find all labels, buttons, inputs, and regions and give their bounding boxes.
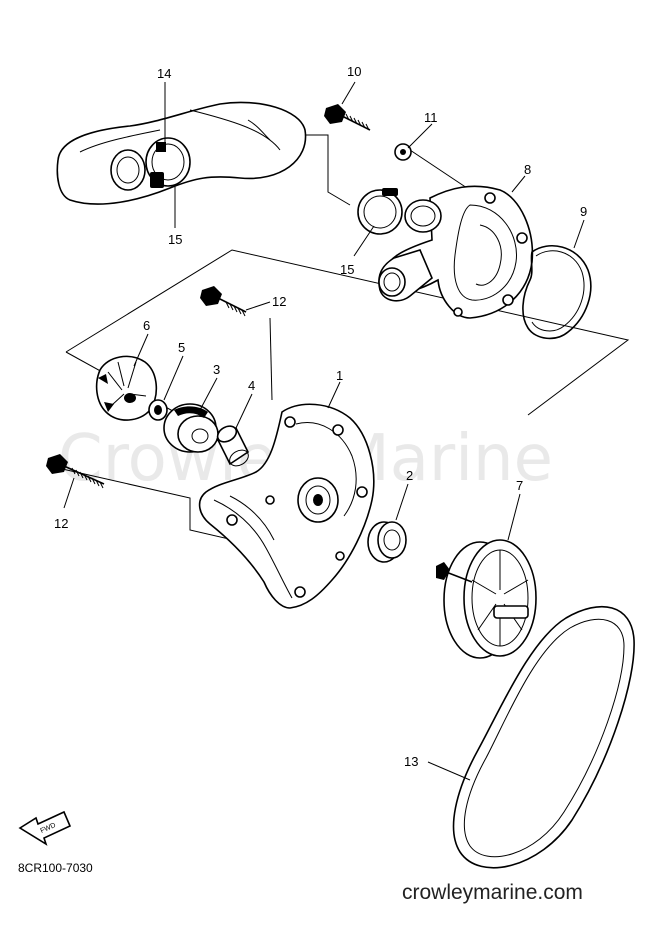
washer-part-11: [394, 143, 412, 161]
part-code: 8CR100-7030: [18, 861, 93, 875]
forward-arrow-icon: FWD: [18, 810, 72, 846]
callout-12-bottom: 12: [54, 516, 68, 531]
bolt-part-12-bottom: [46, 454, 105, 489]
mechanical-seal-part-3: [163, 403, 219, 453]
callout-8: 8: [524, 162, 531, 177]
callout-3: 3: [213, 362, 220, 377]
callout-12-top: 12: [272, 294, 286, 309]
hose-clamp-part-15-top: [145, 137, 191, 188]
callout-leader-lines: [63, 81, 585, 781]
bolt-part-12-top: [200, 286, 247, 317]
callout-14: 14: [157, 66, 171, 81]
callout-6: 6: [143, 318, 150, 333]
callout-10: 10: [347, 64, 361, 79]
pulley-part-7: [436, 539, 537, 659]
callout-2: 2: [406, 468, 413, 483]
pump-cover-part-8: [378, 185, 534, 319]
gasket-part-9: [522, 244, 592, 340]
seal-washer-part-5: [148, 399, 168, 421]
site-url: crowleymarine.com: [402, 881, 583, 904]
callout-15-top: 15: [168, 232, 182, 247]
bearing-part-2: [367, 521, 407, 563]
pump-housing-part-1: [198, 403, 375, 609]
callout-1: 1: [336, 368, 343, 383]
bolt-part-10: [324, 104, 371, 131]
callout-15-middle: 15: [340, 262, 354, 277]
callout-4: 4: [248, 378, 255, 393]
hose-clamp-part-15-middle: [357, 188, 403, 235]
callout-13: 13: [404, 754, 418, 769]
impeller-part-6: [95, 355, 158, 421]
callout-7: 7: [516, 478, 523, 493]
callout-11: 11: [424, 110, 438, 125]
collar-part-4: [216, 425, 250, 467]
callout-5: 5: [178, 340, 185, 355]
callout-9: 9: [580, 204, 587, 219]
callout-labels: 14 10 11 8 9 15 15 12 6 5 3 4 1 2 7 12 1…: [54, 64, 587, 769]
drive-belt-part-13: [452, 605, 635, 869]
